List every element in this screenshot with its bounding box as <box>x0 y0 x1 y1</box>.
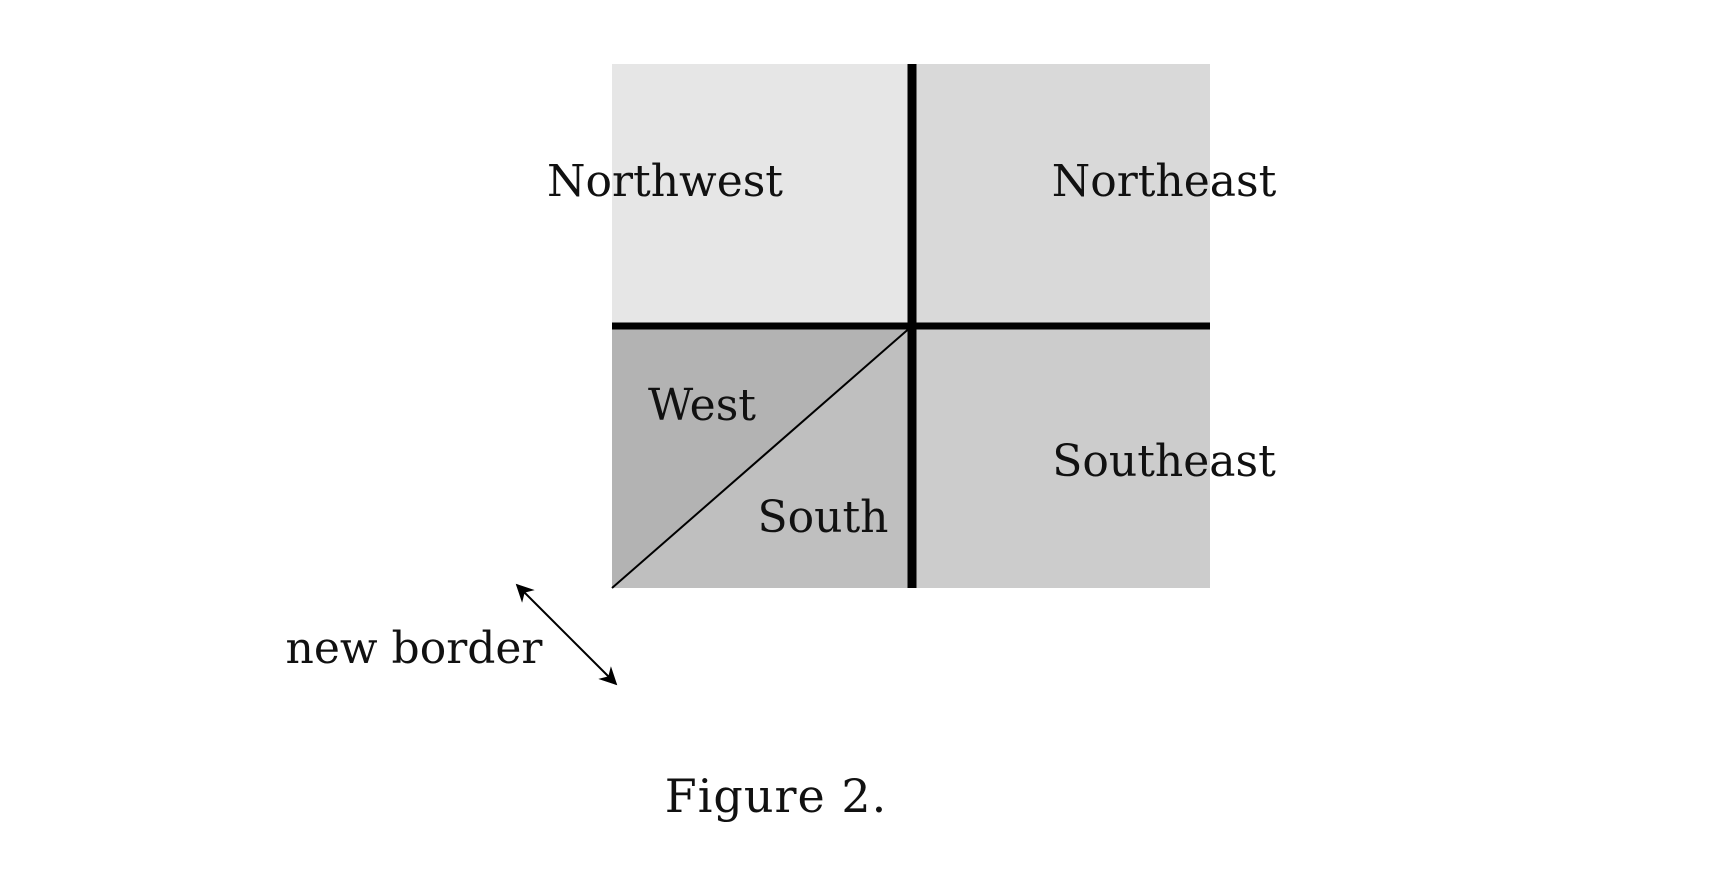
northwest-label: Northwest <box>547 156 783 207</box>
northeast-region <box>912 64 1210 326</box>
new-border-label: new border <box>286 623 544 674</box>
northwest-region <box>612 64 912 326</box>
double-arrow-icon <box>515 583 618 686</box>
southeast-label: Southeast <box>1052 436 1276 487</box>
northeast-label: Northeast <box>1052 156 1277 207</box>
west-label: West <box>648 380 756 431</box>
new-border-line <box>611 325 913 589</box>
southeast-region <box>912 326 1210 588</box>
south-label: South <box>758 492 889 543</box>
figure-caption: Figure 2. <box>665 769 887 823</box>
